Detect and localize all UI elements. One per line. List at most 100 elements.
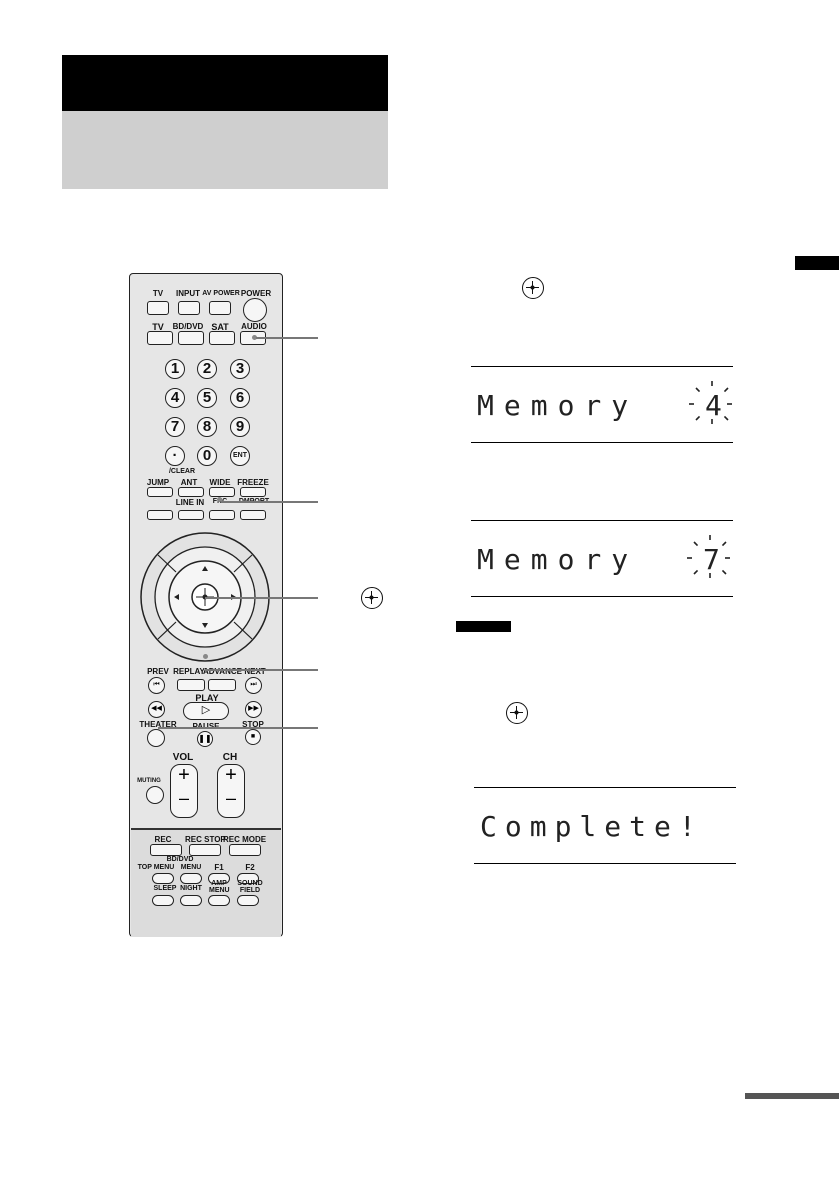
callout-line-theater bbox=[158, 727, 318, 729]
callout-line-enter bbox=[205, 597, 318, 599]
tv-power-button[interactable] bbox=[147, 301, 169, 315]
replay-button[interactable] bbox=[177, 679, 205, 691]
remote-label-vol: VOL bbox=[172, 752, 194, 763]
remote-label-tv-2: TV bbox=[152, 322, 164, 332]
rec-stop-button[interactable] bbox=[189, 844, 221, 856]
remote-label-replay: REPLAY bbox=[173, 667, 205, 676]
num-1-button[interactable]: 1 bbox=[165, 359, 185, 379]
input-button[interactable] bbox=[178, 301, 200, 315]
remote-label-audio: AUDIO bbox=[241, 322, 267, 331]
remote-label-power: POWER bbox=[240, 289, 272, 298]
remote-label-freeze: FREEZE bbox=[237, 478, 269, 487]
func-blank-button[interactable] bbox=[147, 510, 173, 520]
volume-plus: + bbox=[178, 764, 190, 786]
remote-label-tv: TV bbox=[152, 289, 164, 298]
remote-label-f1: F1 bbox=[214, 863, 224, 872]
remote-label-bd-dvd-2: BD/DVD bbox=[166, 856, 194, 863]
channel-minus: – bbox=[225, 788, 236, 808]
sat-input-button[interactable] bbox=[209, 331, 235, 345]
channel-rocker[interactable]: + – bbox=[217, 764, 245, 818]
sound-field-button[interactable] bbox=[237, 895, 259, 906]
audio-dot bbox=[252, 335, 257, 340]
remote-label-rec: REC bbox=[154, 835, 172, 844]
callout-line-audio bbox=[256, 337, 318, 339]
power-button[interactable] bbox=[243, 298, 267, 322]
remote-label-pause: PAUSE bbox=[189, 722, 223, 731]
num-7-button[interactable]: 7 bbox=[165, 417, 185, 437]
display-1-number: 4 bbox=[705, 389, 722, 422]
section-subheader-bar bbox=[62, 111, 388, 189]
remote-label-theater: THEATER bbox=[139, 720, 177, 729]
display-panel-3: Complete! bbox=[474, 787, 736, 864]
remote-label-ant: ANT bbox=[180, 478, 198, 487]
av-power-button[interactable] bbox=[209, 301, 231, 315]
wide-button[interactable] bbox=[209, 487, 235, 497]
bd-dvd-input-button[interactable] bbox=[178, 331, 204, 345]
continued-bar bbox=[745, 1093, 839, 1099]
tv-input-select-button[interactable] bbox=[147, 331, 173, 345]
remote-label-prev: PREV bbox=[147, 667, 169, 676]
remote-label-muting: MUTING bbox=[137, 778, 161, 784]
remote-label-stop: STOP bbox=[242, 720, 264, 729]
dot-button[interactable]: · bbox=[165, 446, 185, 466]
ant-button[interactable] bbox=[178, 487, 204, 497]
stop-button[interactable]: ■ bbox=[245, 729, 261, 745]
blink-rays-icon bbox=[687, 535, 733, 581]
freeze-button[interactable] bbox=[240, 487, 266, 497]
next-button[interactable]: ⏭ bbox=[245, 677, 262, 694]
top-menu-button[interactable] bbox=[152, 873, 174, 884]
chapter-tab bbox=[795, 256, 839, 270]
fast-forward-button[interactable]: ▶▶ bbox=[245, 701, 262, 718]
enter-icon bbox=[506, 702, 528, 724]
jump-button[interactable] bbox=[147, 487, 173, 497]
callout-line-return bbox=[205, 669, 318, 671]
enter-icon bbox=[522, 277, 544, 299]
enter-icon bbox=[361, 587, 383, 609]
muting-button[interactable] bbox=[146, 786, 164, 804]
advance-button[interactable] bbox=[208, 679, 236, 691]
clear-label: /CLEAR bbox=[168, 468, 196, 475]
remote-label-rec-stop: REC STOP bbox=[185, 835, 226, 844]
num-9-button[interactable]: 9 bbox=[230, 417, 250, 437]
volume-minus: – bbox=[178, 788, 189, 808]
play-button[interactable]: ▷ bbox=[183, 702, 229, 720]
sleep-button[interactable] bbox=[152, 895, 174, 906]
night-button[interactable] bbox=[180, 895, 202, 906]
num-8-button[interactable]: 8 bbox=[197, 417, 217, 437]
remote-label-amp-menu: AMP MENU bbox=[209, 880, 230, 894]
display-2-number: 7 bbox=[703, 543, 720, 576]
remote-label-av-power: AV POWER bbox=[202, 290, 240, 297]
num-6-button[interactable]: 6 bbox=[230, 388, 250, 408]
section-header-bar bbox=[62, 55, 388, 111]
display-3-text: Complete! bbox=[480, 810, 704, 843]
remote-label-play: PLAY bbox=[195, 693, 219, 703]
num-4-button[interactable]: 4 bbox=[165, 388, 185, 408]
theater-button[interactable] bbox=[147, 729, 165, 747]
display-panel-1: Memory 4 bbox=[471, 366, 735, 443]
num-5-button[interactable]: 5 bbox=[197, 388, 217, 408]
num-0-button[interactable]: 0 bbox=[197, 446, 217, 466]
rewind-button[interactable]: ◀◀ bbox=[148, 701, 165, 718]
rec-mode-button[interactable] bbox=[229, 844, 261, 856]
remote-label-sound-field: SOUND FIELD bbox=[237, 880, 263, 894]
line-in-button[interactable] bbox=[178, 510, 204, 520]
fnc-button[interactable] bbox=[209, 510, 235, 520]
remote-label-advance: ADVANCE bbox=[203, 667, 242, 676]
prev-button[interactable]: ⏮ bbox=[148, 677, 165, 694]
f2-button[interactable] bbox=[237, 873, 259, 884]
f1-button[interactable] bbox=[208, 873, 230, 884]
callout-line-fnc bbox=[221, 501, 318, 503]
num-2-button[interactable]: 2 bbox=[197, 359, 217, 379]
display-panel-2: Memory 7 bbox=[471, 520, 733, 597]
num-3-button[interactable]: 3 bbox=[230, 359, 250, 379]
rec-button[interactable] bbox=[150, 844, 182, 856]
amp-menu-button[interactable] bbox=[208, 895, 230, 906]
remote-label-jump: JUMP bbox=[146, 478, 170, 487]
pause-button[interactable]: ❚❚ bbox=[197, 731, 213, 747]
volume-rocker[interactable]: + – bbox=[170, 764, 198, 818]
menu-button[interactable] bbox=[180, 873, 202, 884]
remote-label-sat: SAT bbox=[211, 322, 229, 332]
dmport-button[interactable] bbox=[240, 510, 266, 520]
fnc-dot bbox=[217, 497, 222, 502]
ent-button[interactable]: ENT bbox=[230, 446, 250, 466]
